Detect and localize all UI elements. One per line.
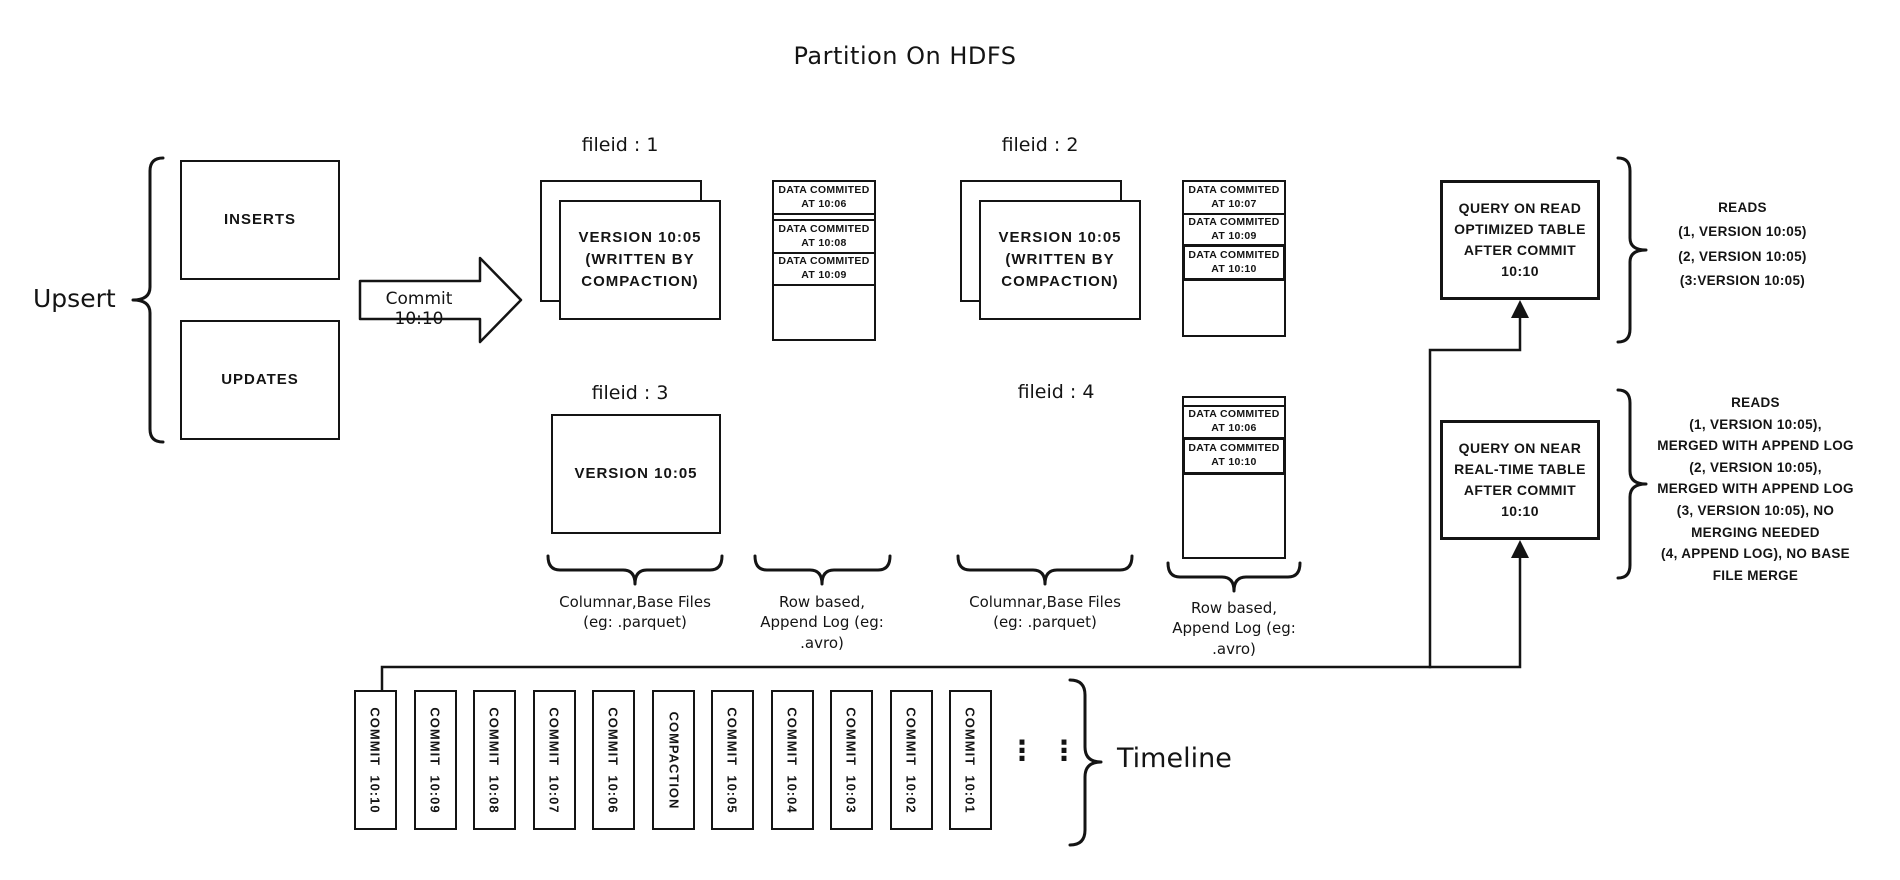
reads-brace-bottom [1616, 388, 1648, 580]
query-read-optimized-text: QUERY ON READ OPTIMIZED TABLE AFTER COMM… [1454, 200, 1586, 279]
fileid-2-label: fileid : 2 [1001, 134, 1079, 156]
connector-timeline-to-nrt [380, 554, 1522, 692]
timeline-ellipsis-2: ⋮ [1050, 735, 1078, 766]
reads-brace-top [1616, 156, 1648, 344]
commit-arrow-shape [358, 256, 523, 344]
timeline-ellipsis-1: ⋮ [1008, 735, 1036, 766]
log-entry: DATA COMMITED AT 10:06 [1182, 404, 1286, 440]
query-read-optimized-box: QUERY ON READ OPTIMIZED TABLE AFTER COMM… [1440, 180, 1600, 300]
updates-label: UPDATES [221, 371, 299, 389]
timeline-commit-1009: COMMIT 10:09 [414, 690, 457, 830]
legend-rowbased-1: Row based, Append Log (eg: .avro) [760, 593, 884, 652]
log-empty [1182, 472, 1286, 559]
log-entry: DATA COMMITED AT 10:08 [772, 219, 876, 254]
timeline-commit-1006: COMMIT 10:06 [592, 690, 635, 830]
log-entry: DATA COMMITED AT 10:09 [1182, 212, 1286, 247]
fileid-1-log: DATA COMMITED AT 10:06 DATA COMMITED AT … [772, 180, 876, 341]
page-title: Partition On HDFS [793, 42, 1017, 70]
log-empty [1182, 278, 1286, 337]
timeline-commit-1007: COMMIT 10:07 [533, 690, 576, 830]
timeline-commit-1010: COMMIT 10:10 [354, 690, 397, 830]
timeline-compaction: COMPACTION [652, 690, 695, 830]
timeline-label: Timeline [1117, 743, 1232, 774]
reads-read-optimized: READS (1, VERSION 10:05) (2, VERSION 10:… [1678, 200, 1807, 288]
fileid-3-base-text: VERSION 10:05 [574, 465, 698, 483]
inserts-box: INSERTS [180, 160, 340, 280]
rowbased-brace-1 [753, 554, 892, 586]
fileid-4-log: DATA COMMITED AT 10:06 DATA COMMITED AT … [1182, 396, 1286, 559]
columnar-brace-2 [956, 554, 1134, 586]
query-near-realtime-box: QUERY ON NEAR REAL-TIME TABLE AFTER COMM… [1440, 420, 1600, 540]
log-entry: DATA COMMITED AT 10:09 [772, 251, 876, 287]
timeline-commit-1001: COMMIT 10:01 [949, 690, 992, 830]
fileid-2-log: DATA COMMITED AT 10:07 DATA COMMITED AT … [1182, 180, 1286, 337]
connector-timeline-to-ro [1428, 314, 1522, 669]
fileid-2-base-front: VERSION 10:05 (WRITTEN BY COMPACTION) [979, 200, 1141, 320]
legend-rowbased-2: Row based, Append Log (eg: .avro) [1172, 599, 1296, 658]
inserts-label: INSERTS [223, 211, 296, 229]
rowbased-brace-2 [1166, 561, 1302, 593]
reads-near-realtime: READS (1, VERSION 10:05), MERGED WITH AP… [1657, 395, 1854, 583]
upsert-brace [131, 156, 165, 444]
legend-columnar-1: Columnar,Base Files (eg: .parquet) [559, 593, 711, 632]
arrowhead-read-optimized [1511, 300, 1529, 318]
arrowhead-near-realtime [1511, 540, 1529, 558]
fileid-3-base: VERSION 10:05 [551, 414, 721, 534]
legend-columnar-2: Columnar,Base Files (eg: .parquet) [969, 593, 1121, 632]
fileid-4-label: fileid : 4 [1017, 381, 1095, 403]
timeline-commit-1002: COMMIT 10:02 [890, 690, 933, 830]
timeline-commit-1005: COMMIT 10:05 [711, 690, 754, 830]
log-entry: DATA COMMITED AT 10:07 [1182, 180, 1286, 215]
log-entry: DATA COMMITED AT 10:06 [772, 180, 876, 215]
columnar-brace-1 [546, 554, 724, 586]
fileid-1-label: fileid : 1 [581, 134, 659, 156]
query-near-realtime-text: QUERY ON NEAR REAL-TIME TABLE AFTER COMM… [1454, 440, 1586, 519]
upsert-label: Upsert [33, 284, 116, 313]
log-empty [772, 284, 876, 341]
timeline-commit-1003: COMMIT 10:03 [830, 690, 873, 830]
fileid-3-label: fileid : 3 [591, 382, 669, 404]
updates-box: UPDATES [180, 320, 340, 440]
log-entry-new: DATA COMMITED AT 10:10 [1182, 437, 1286, 475]
commit-arrow-label: Commit 10:10 [385, 289, 453, 329]
log-entry-new: DATA COMMITED AT 10:10 [1182, 244, 1286, 281]
timeline-commit-1008: COMMIT 10:08 [473, 690, 516, 830]
fileid-1-base-front: VERSION 10:05 (WRITTEN BY COMPACTION) [559, 200, 721, 320]
fileid-1-base-text: VERSION 10:05 (WRITTEN BY COMPACTION) [578, 229, 702, 290]
timeline-commit-1004: COMMIT 10:04 [771, 690, 814, 830]
timeline-brace [1068, 678, 1103, 847]
fileid-2-base-text: VERSION 10:05 (WRITTEN BY COMPACTION) [998, 229, 1122, 290]
